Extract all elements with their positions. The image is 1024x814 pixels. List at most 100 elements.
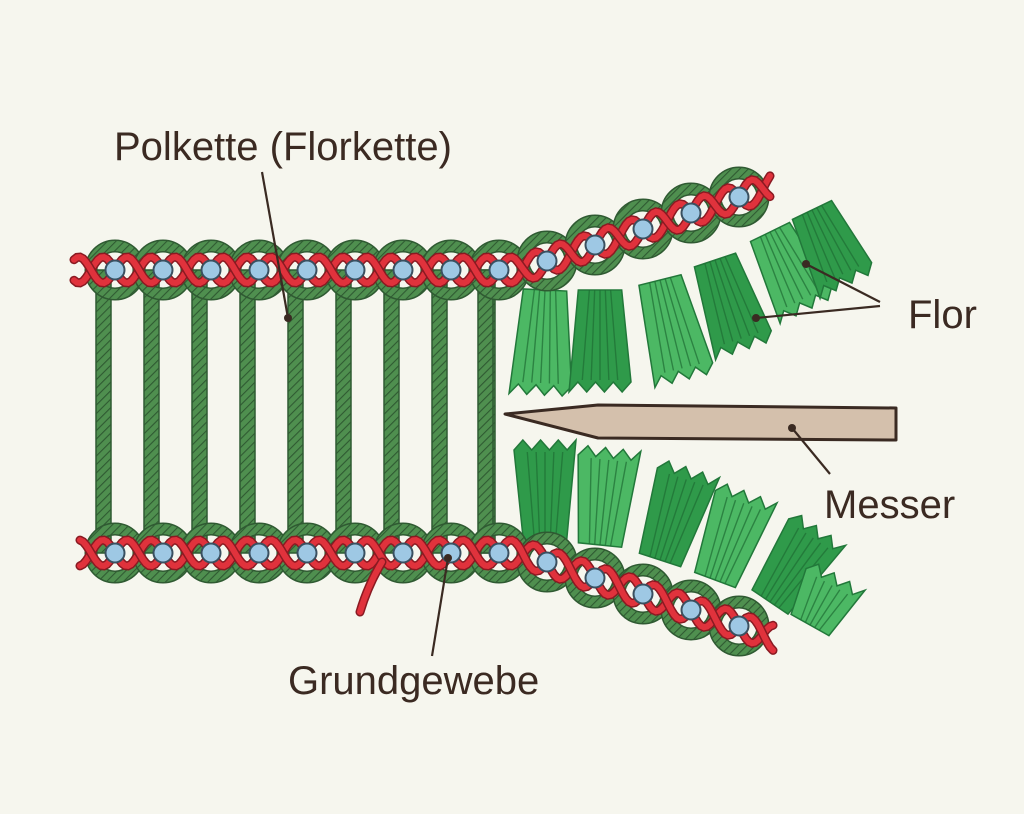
upper-weft-dots [104, 186, 750, 281]
binding-warp-thread [77, 537, 776, 654]
weft-thread [248, 259, 270, 281]
pile-fiber [820, 205, 860, 267]
weft-thread [632, 218, 654, 240]
pile-fiber [760, 527, 800, 597]
binding-warp-thread [71, 172, 773, 286]
weft-thread [200, 259, 222, 281]
label-pile: Flor [908, 293, 977, 337]
label-knife: Messer [824, 483, 955, 527]
leader-knife [791, 427, 831, 475]
pile-fiber [604, 460, 619, 546]
weft-thread [344, 259, 366, 281]
pile-fiber [609, 289, 619, 381]
pile-fiber [704, 263, 726, 345]
pile-fiber [648, 282, 666, 373]
pile-fiber [664, 278, 692, 367]
pile-fiber [769, 231, 804, 300]
weft-thread [104, 259, 126, 281]
pile-fiber [659, 279, 683, 369]
weft-thread [152, 259, 174, 281]
label-ground-fabric: Grundgewebe [288, 659, 539, 703]
pile-fiber [764, 532, 807, 600]
leader-dots [284, 260, 810, 562]
pile-fiber [774, 229, 812, 296]
pile-fiber [719, 258, 751, 337]
pile-fiber [804, 580, 826, 623]
weft-thread [584, 567, 606, 589]
weft-thread [728, 186, 750, 208]
pile-fiber [778, 226, 820, 292]
weft-thread [104, 542, 126, 564]
weft-thread [152, 542, 174, 564]
loose-thread-end-core [357, 559, 385, 615]
pile-fiber [814, 589, 841, 628]
pile-fiber [669, 484, 704, 564]
pile-fiber [594, 458, 601, 545]
weft-thread [488, 542, 510, 564]
leader-pile-warp [260, 171, 290, 319]
weft-thread [680, 202, 702, 224]
pile-warp-bar [287, 269, 304, 554]
lower-ground-warp [75, 535, 778, 655]
pile-fiber [709, 261, 734, 342]
weft-thread [728, 615, 750, 637]
pile-fiber [769, 537, 814, 603]
weft-thread [248, 542, 270, 564]
pile-tuft [751, 514, 848, 616]
weft-thread [200, 542, 222, 564]
pile-fiber [801, 214, 828, 283]
pile-warp-bar [143, 269, 160, 554]
pile-fiber [581, 289, 591, 381]
pile-warp-bar [431, 269, 448, 554]
pile-tuft [693, 252, 773, 363]
weft-thread [344, 542, 366, 564]
lower-weft-dots [104, 542, 750, 637]
pile-fiber [724, 509, 762, 585]
pile-fiber [714, 502, 745, 581]
pile-warp-bar [95, 269, 112, 554]
pile-fiber [809, 585, 833, 626]
pile-fiber [539, 289, 546, 384]
pile-fiber [604, 289, 610, 381]
pile-warp-bar [383, 269, 400, 554]
pile-warp-bar [239, 269, 256, 554]
pile-fiber [649, 473, 671, 557]
pile-fiber [522, 289, 536, 383]
pile-fiber [554, 451, 564, 541]
pile-fiber [816, 207, 852, 271]
leader-lines [260, 171, 881, 657]
pile-fiber [549, 451, 555, 541]
pile-warp-bar [335, 269, 352, 554]
pile-fiber [531, 289, 541, 383]
weft-thread [536, 250, 558, 272]
weft-thread [296, 542, 318, 564]
pile-fiber [535, 451, 541, 541]
weft-thread [680, 599, 702, 621]
pile-tuft [638, 273, 714, 390]
pile-fiber [659, 479, 687, 561]
pile-tuft [577, 444, 643, 549]
pile-fiber [704, 496, 728, 577]
pile-fiber [609, 461, 628, 547]
pile-fiber [669, 277, 700, 365]
pile-warp-bar [191, 269, 208, 554]
label-pile-warp: Polkette (Florkette) [114, 125, 452, 169]
leader-pile-a [805, 263, 881, 303]
pile-tuft [790, 563, 868, 637]
pile-fiber [590, 289, 596, 381]
pile-fiber [818, 593, 849, 631]
pile-fiber [654, 476, 679, 559]
pile-fiber [554, 290, 559, 384]
weft-thread [392, 542, 414, 564]
pile-fiber [719, 506, 753, 583]
pile-fiber [526, 451, 536, 541]
pile-fiber [764, 234, 796, 304]
pile-fiber [588, 458, 592, 544]
weft-thread [584, 234, 606, 256]
weft-thread [632, 583, 654, 605]
leader-pile-b [755, 304, 881, 320]
pile-fiber [724, 256, 759, 334]
weft-thread [296, 259, 318, 281]
